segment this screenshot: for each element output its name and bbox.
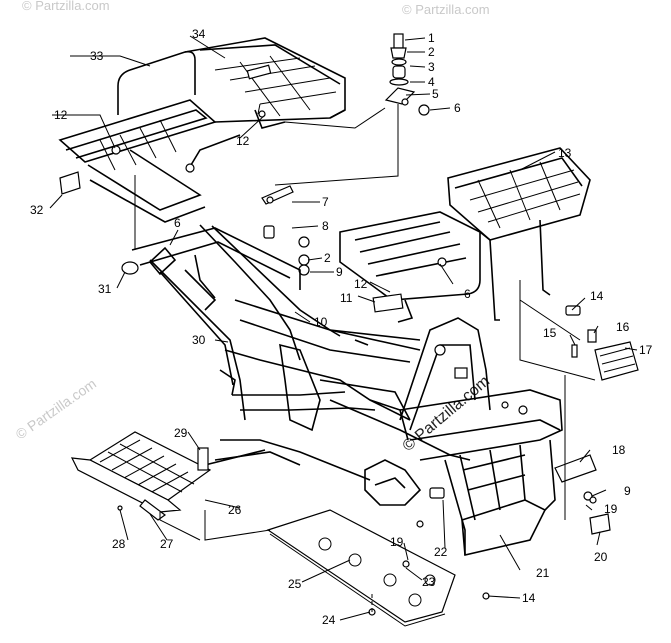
callout-21: 21	[536, 566, 550, 580]
callout-27: 27	[160, 537, 174, 551]
bracket-hardware	[261, 185, 310, 276]
callout-9: 9	[336, 265, 343, 279]
callout-5: 5	[432, 87, 439, 101]
callout-15: 15	[543, 326, 557, 340]
watermark-layer: © Partzilla.com © Partzilla.com © Partzi…	[13, 0, 494, 455]
callout-33: 33	[90, 49, 104, 63]
callout-32: 32	[30, 203, 44, 217]
watermark-top-right: © Partzilla.com	[402, 2, 490, 17]
callout-24: 24	[322, 613, 336, 627]
callout-8: 8	[322, 219, 329, 233]
rear-rack	[58, 37, 346, 223]
callout-34: 34	[192, 27, 206, 41]
callout-26: 26	[228, 503, 242, 517]
watermark-top-left: © Partzilla.com	[22, 0, 110, 13]
construction-lines	[134, 104, 596, 541]
callout-6c: 6	[464, 287, 471, 301]
callout-6: 6	[454, 101, 461, 115]
callout-labels: 1 2 3 4 5 6 7 8 2 9 6 6 10 11 12 12 12 1…	[30, 27, 653, 627]
callout-12b: 12	[236, 134, 250, 148]
callout-22: 22	[434, 545, 448, 559]
callout-12a: 12	[54, 108, 68, 122]
callout-11: 11	[340, 291, 353, 305]
callout-30: 30	[192, 333, 206, 347]
callout-2: 2	[428, 45, 435, 59]
callout-19a: 19	[604, 502, 618, 516]
callout-1: 1	[428, 31, 435, 45]
callout-14b: 14	[522, 591, 536, 605]
callout-23: 23	[422, 575, 436, 589]
callout-7: 7	[322, 195, 329, 209]
skid-plate	[266, 509, 456, 627]
callout-19b: 19	[390, 535, 404, 549]
misc-bolts	[258, 110, 490, 600]
front-rack	[339, 147, 591, 323]
callout-2b: 2	[324, 251, 331, 265]
callout-12c: 12	[354, 277, 368, 291]
callout-9b: 9	[624, 484, 631, 498]
callout-18: 18	[612, 443, 626, 457]
left-footrest	[70, 431, 212, 521]
callout-25: 25	[288, 577, 302, 591]
callout-10: 10	[314, 315, 328, 329]
footrest-parts	[554, 329, 639, 535]
callout-14a: 14	[590, 289, 604, 303]
callout-31: 31	[98, 282, 112, 296]
watermark-left: © Partzilla.com	[13, 375, 99, 442]
callout-16: 16	[616, 320, 630, 334]
leader-lines	[49, 35, 638, 621]
hardware-stack	[384, 33, 430, 116]
callout-17: 17	[639, 343, 653, 357]
main-frame	[121, 224, 563, 556]
callout-20: 20	[594, 550, 608, 564]
callout-6b: 6	[174, 216, 181, 230]
callout-4: 4	[428, 75, 435, 89]
callout-29: 29	[174, 426, 188, 440]
callout-3: 3	[428, 60, 435, 74]
callout-28: 28	[112, 537, 126, 551]
callout-13: 13	[558, 146, 572, 160]
watermark-center: © Partzilla.com	[400, 373, 494, 455]
